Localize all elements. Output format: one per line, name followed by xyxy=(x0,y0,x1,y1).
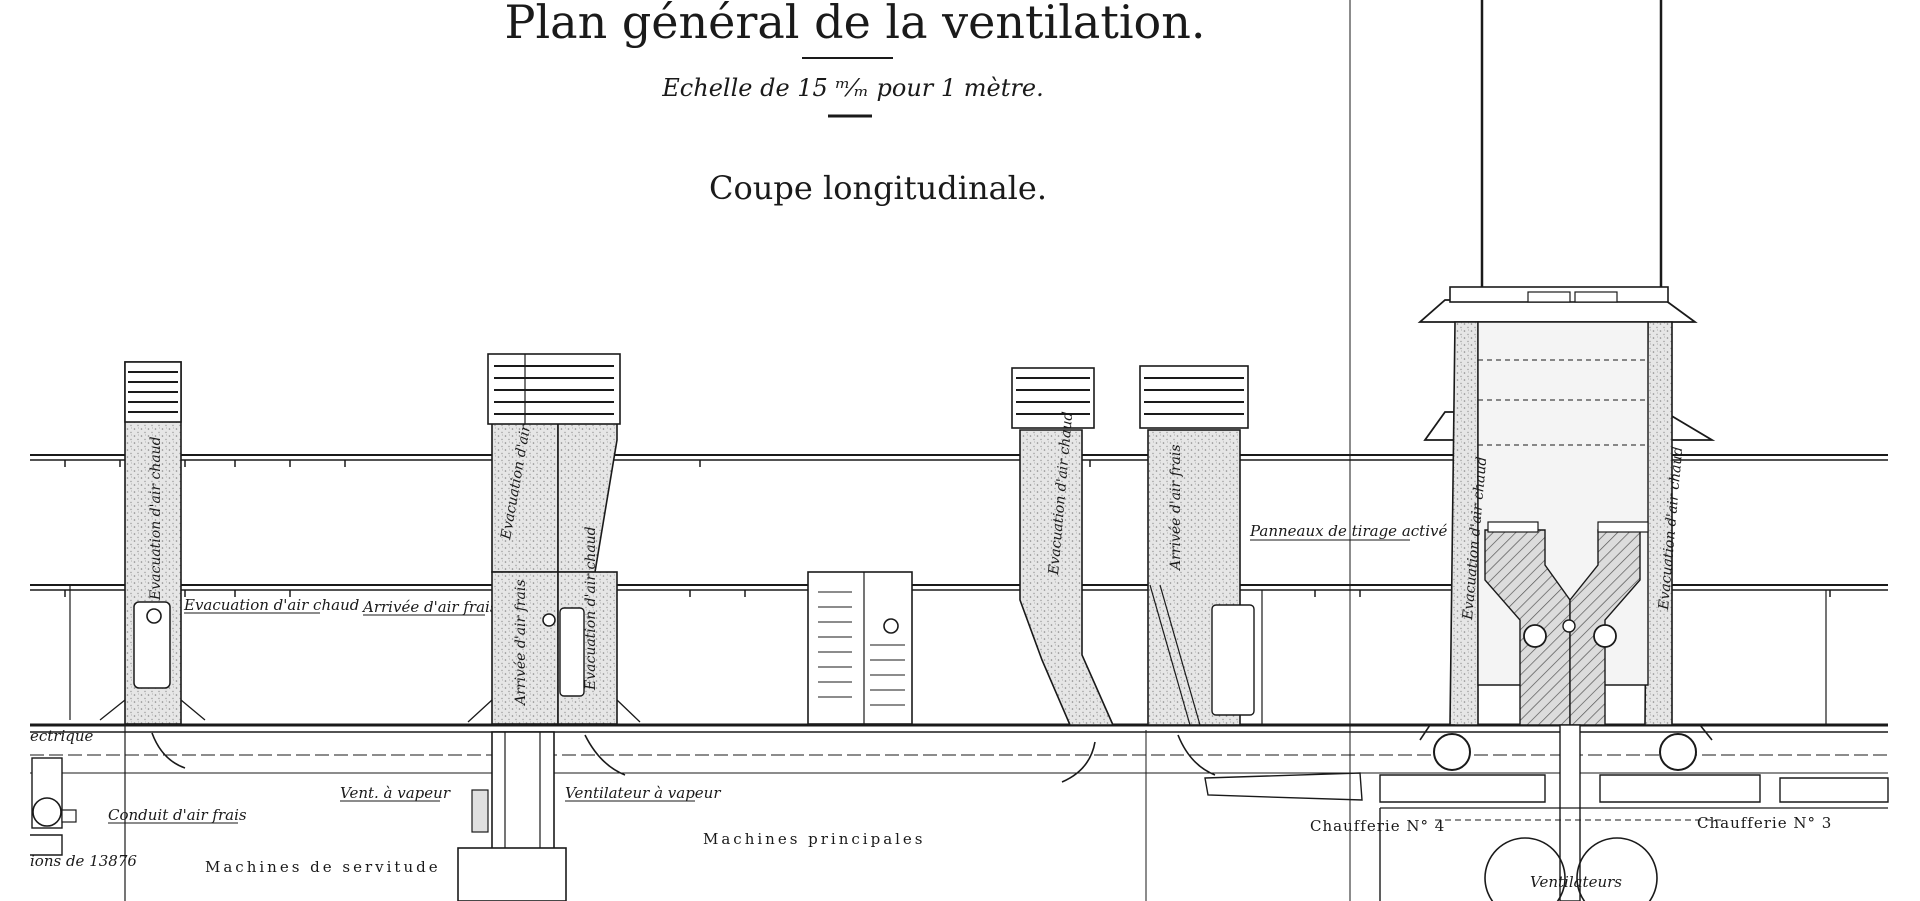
boiler-drums xyxy=(1204,724,1889,901)
label-panneaux: Panneaux de tirage activé xyxy=(1249,522,1447,540)
label-electrique: ectrique xyxy=(30,727,94,745)
label-vent-vapeur: Vent. à vapeur xyxy=(340,784,451,802)
vent-column-2: Evacuation d'air Arrivée d'air frais Eva… xyxy=(467,353,641,725)
label-evac-chaud-1: Evacuation d'air chaud xyxy=(148,436,164,601)
label-arrivee-2: Arrivée d'air frais xyxy=(513,579,529,707)
label-machines-principales: Machines principales xyxy=(703,830,926,848)
label-machines-servitude: Machines de servitude xyxy=(205,858,441,876)
label-evac-2b: Evacuation d'air chaud xyxy=(583,526,599,691)
label-ions: ions de 13876 xyxy=(30,852,137,870)
label-chaufferie-4: Chaufferie N° 4 xyxy=(1310,817,1445,835)
label-chaufferie-3: Chaufferie N° 3 xyxy=(1697,814,1832,832)
deck-house xyxy=(807,571,913,725)
section-title: Coupe longitudinale. xyxy=(709,169,1047,207)
vent-column-4: Arrivée d'air frais xyxy=(1139,365,1255,726)
label-evac-chaud-h: Evacuation d'air chaud xyxy=(183,596,359,614)
funnel-casing: Evacuation d'air chaud Evacuation d'air … xyxy=(1417,286,1716,741)
scale-note: Echelle de 15 ᵐ⁄ₘ pour 1 mètre. xyxy=(661,74,1043,102)
vent-column-1: Evacuation d'air chaud xyxy=(99,361,206,725)
label-ventilateurs: Ventilateurs xyxy=(1530,873,1622,891)
vent-column-3: Evacuation d'air chaud xyxy=(1011,367,1115,726)
label-conduit: Conduit d'air frais xyxy=(108,806,247,824)
auxiliary-machinery xyxy=(30,757,77,856)
label-arrivee-4: Arrivée d'air frais xyxy=(1168,444,1184,572)
label-arrivee-frais-h: Arrivée d'air frais xyxy=(361,598,498,616)
label-ventilateur-vapeur: Ventilateur à vapeur xyxy=(565,784,721,802)
lower-duct xyxy=(457,731,567,901)
drawing-title: Plan général de la ventilation. xyxy=(505,0,1206,49)
